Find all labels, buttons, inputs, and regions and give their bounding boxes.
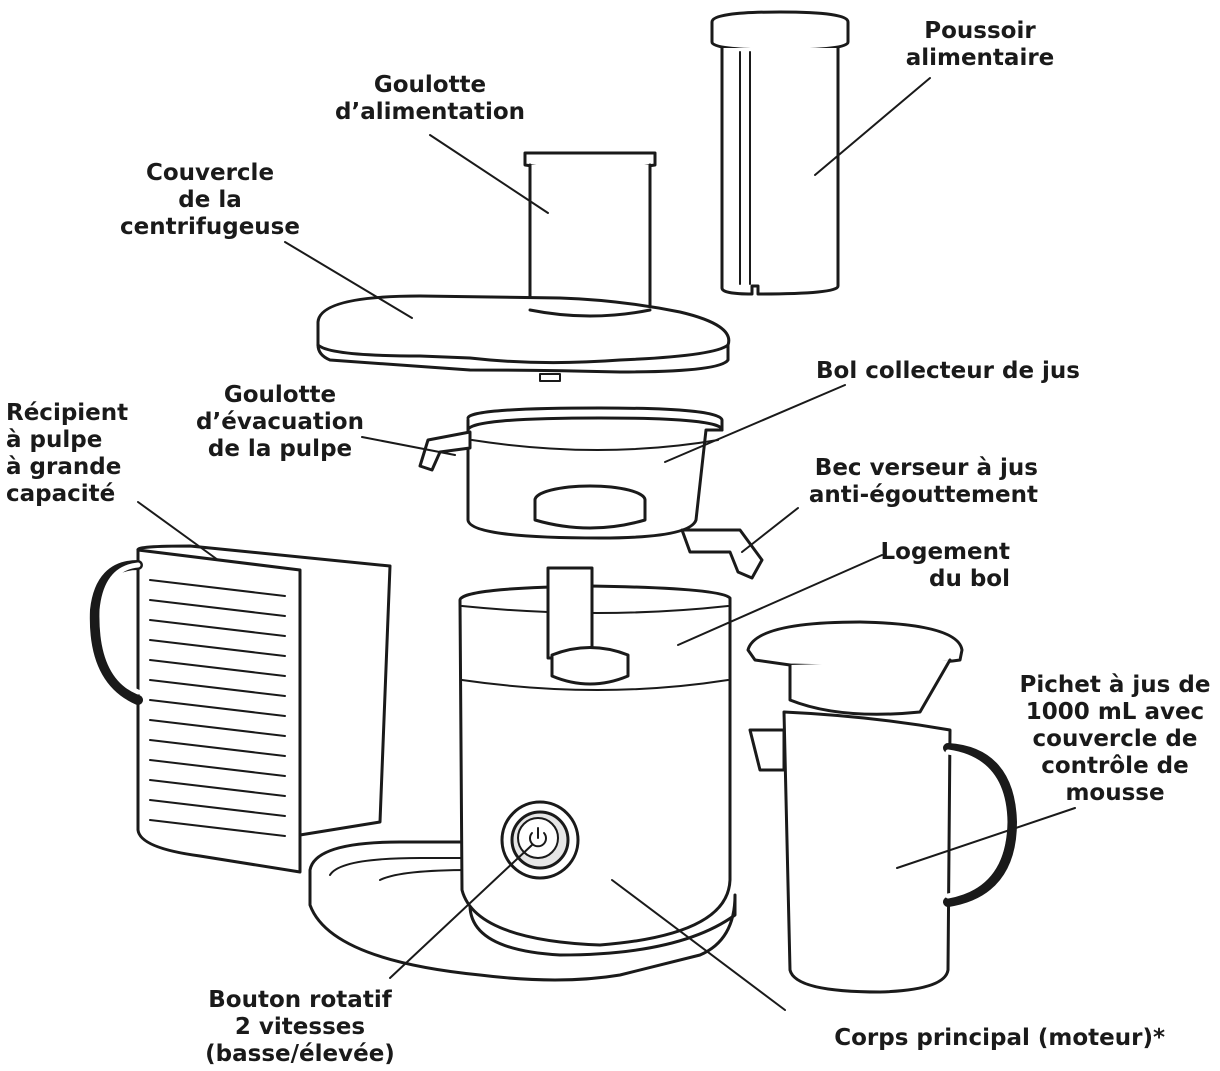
label-juice-bowl: Bol collecteur de jus	[816, 358, 1080, 384]
label-motor-base: Corps principal (moteur)*	[834, 1025, 1165, 1051]
label-juice-spout: Bec verseur à jus anti-égouttement	[808, 455, 1038, 508]
leader-motor-base	[611, 879, 786, 1011]
pulp-container-ribs	[149, 579, 286, 837]
leader-speed-dial	[389, 844, 533, 979]
power-icon	[529, 827, 547, 848]
label-juice-pitcher: Pichet à jus de 1000 mL avec couvercle d…	[1019, 672, 1211, 806]
label-food-pusher: Poussoir alimentaire	[905, 18, 1055, 71]
leader-juice-bowl	[664, 384, 846, 463]
feed-chute-drawing	[523, 151, 657, 318]
label-juicer-lid: Couvercle de la centrifugeuse	[120, 160, 300, 240]
leader-lines	[137, 77, 1076, 1011]
leader-bowl-housing	[677, 554, 883, 646]
leader-food-pusher	[814, 77, 931, 176]
leader-pulp-chute	[361, 436, 456, 456]
pulp-container-drawing	[89, 544, 392, 874]
label-bowl-housing: Logement du bol	[880, 539, 1010, 592]
label-pulp-container: Récipient à pulpe à grande capacité	[6, 400, 129, 507]
label-speed-dial: Bouton rotatif 2 vitesses (basse/élevée)	[205, 987, 395, 1067]
juice-bowl-drawing	[418, 406, 764, 580]
motor-base-drawing	[308, 566, 737, 982]
leader-feed-chute	[429, 134, 549, 214]
leader-juicer-lid	[284, 241, 413, 319]
label-feed-chute: Goulotte d’alimentation	[335, 72, 525, 125]
juice-pitcher-drawing	[746, 620, 1017, 994]
leader-pulp-container	[137, 501, 219, 561]
leader-juice-spout	[741, 507, 799, 553]
food-pusher-drawing	[710, 10, 850, 296]
juicer-lid-drawing	[316, 294, 731, 382]
label-pulp-chute: Goulotte d’évacuation de la pulpe	[196, 382, 364, 462]
leader-juice-pitcher	[896, 807, 1076, 869]
